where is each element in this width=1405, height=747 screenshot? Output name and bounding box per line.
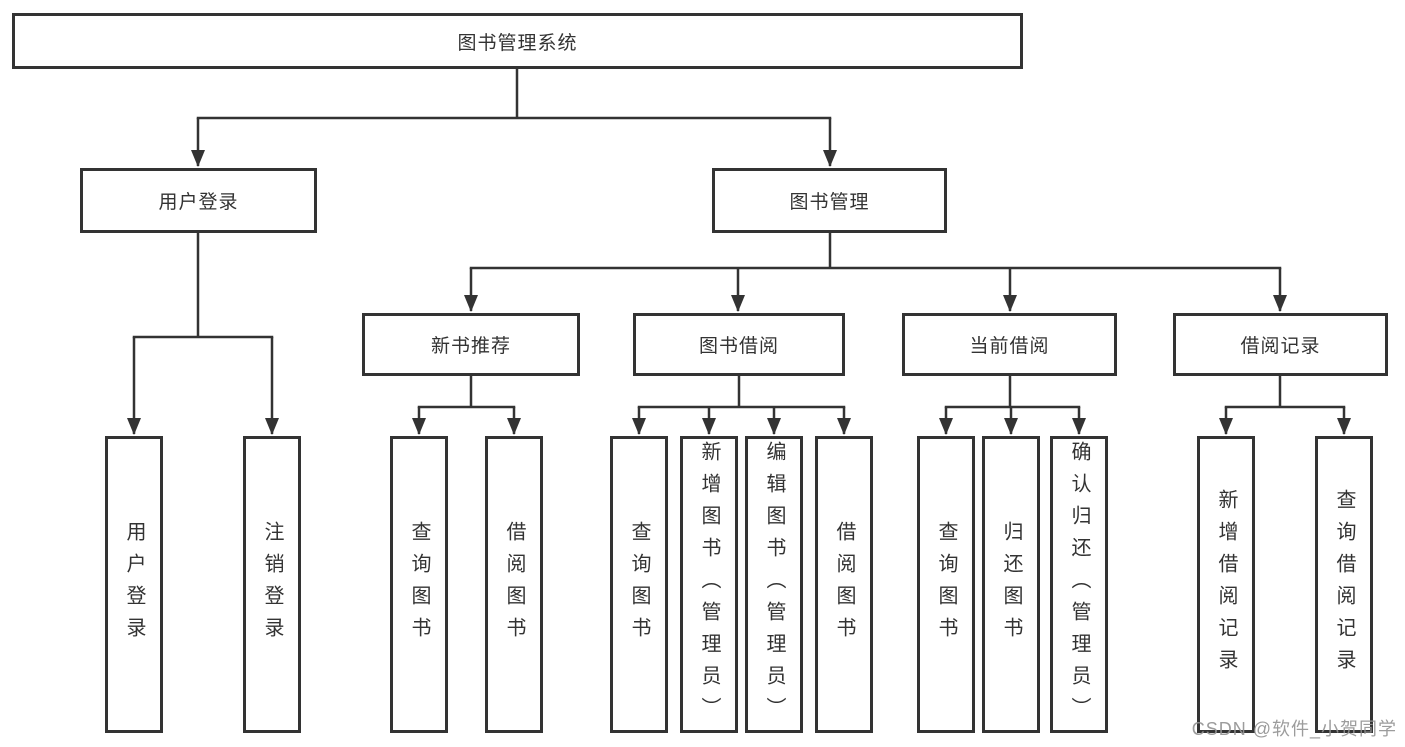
leaf-newbook-borrow-books: 借阅图书 bbox=[485, 436, 543, 733]
leaf-borrowing-edit-books-admin: 编辑图书（管理员） bbox=[745, 436, 803, 733]
node-current-borrowing: 当前借阅 bbox=[902, 313, 1117, 376]
node-label: 查询借阅记录 bbox=[1333, 488, 1355, 681]
leaf-records-query-borrow-record: 查询借阅记录 bbox=[1315, 436, 1373, 733]
node-label: 新增图书（管理员） bbox=[698, 440, 720, 729]
node-library-management-system: 图书管理系统 bbox=[12, 13, 1023, 69]
node-borrowing-records: 借阅记录 bbox=[1173, 313, 1388, 376]
node-label: 借阅图书 bbox=[833, 520, 855, 649]
node-label: 新增借阅记录 bbox=[1215, 488, 1237, 681]
leaf-current-return-books: 归还图书 bbox=[982, 436, 1040, 733]
node-user-login: 用户登录 bbox=[80, 168, 317, 233]
leaf-newbook-query-books: 查询图书 bbox=[390, 436, 448, 733]
leaf-borrowing-query-books: 查询图书 bbox=[610, 436, 668, 733]
node-label: 用户登录 bbox=[123, 520, 145, 649]
node-new-book-recommend: 新书推荐 bbox=[362, 313, 580, 376]
node-label: 查询图书 bbox=[628, 520, 650, 649]
node-label: 确认归还（管理员） bbox=[1068, 440, 1090, 729]
node-label: 注销登录 bbox=[261, 520, 283, 649]
node-label: 编辑图书（管理员） bbox=[763, 440, 785, 729]
leaf-current-query-books: 查询图书 bbox=[917, 436, 975, 733]
node-book-borrowing: 图书借阅 bbox=[633, 313, 845, 376]
node-label: 借阅图书 bbox=[503, 520, 525, 649]
node-book-management: 图书管理 bbox=[712, 168, 947, 233]
csdn-watermark: CSDN @软件_小贺同学 bbox=[1191, 719, 1397, 739]
node-label: 查询图书 bbox=[935, 520, 957, 649]
leaf-current-confirm-return-admin: 确认归还（管理员） bbox=[1050, 436, 1108, 733]
leaf-borrowing-add-books-admin: 新增图书（管理员） bbox=[680, 436, 738, 733]
node-label: 查询图书 bbox=[408, 520, 430, 649]
leaf-logout-login: 注销登录 bbox=[243, 436, 301, 733]
leaf-records-add-borrow-record: 新增借阅记录 bbox=[1197, 436, 1255, 733]
node-label: 归还图书 bbox=[1000, 520, 1022, 649]
leaf-user-login: 用户登录 bbox=[105, 436, 163, 733]
leaf-borrowing-borrow-books: 借阅图书 bbox=[815, 436, 873, 733]
